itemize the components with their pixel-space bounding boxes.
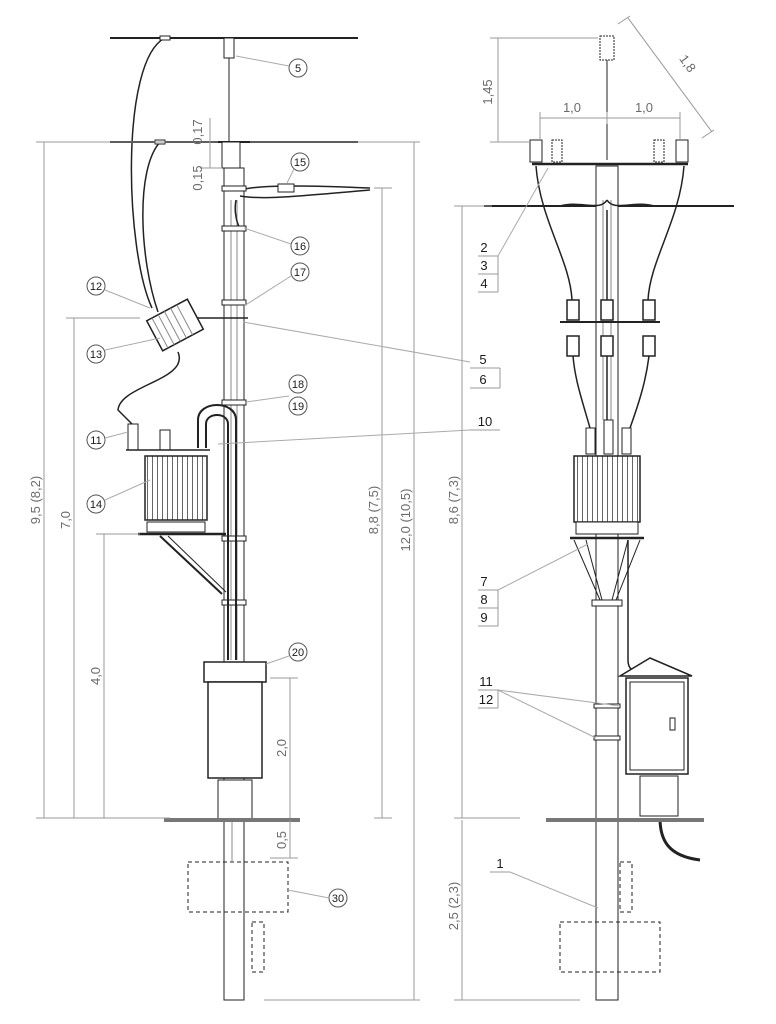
- center-label-5: 5: [479, 352, 486, 367]
- dim-2-5: 2,5 (2,3): [446, 882, 461, 930]
- pole-right: [595, 165, 619, 1001]
- center-labels: [470, 367, 501, 431]
- dim-1-8: 1,8: [676, 52, 699, 75]
- dim-0-15: 0,15: [190, 165, 205, 190]
- top-insulator: [223, 37, 235, 59]
- callout-30: 30: [332, 893, 344, 905]
- label-9: 9: [480, 610, 487, 625]
- dim-1-45: 1,45: [480, 79, 495, 104]
- callout-12: 12: [90, 281, 102, 293]
- foundation-right: [559, 921, 661, 973]
- dim-4-0: 4,0: [88, 667, 103, 685]
- callout-11: 11: [90, 435, 101, 447]
- drop-cable-upper: [130, 37, 166, 309]
- right-view: [484, 35, 734, 1001]
- callout-5: 5: [295, 63, 301, 75]
- dim-7-0: 7,0: [58, 511, 73, 529]
- callout-14: 14: [90, 499, 102, 511]
- left-view: [110, 35, 371, 1001]
- cabinet-right: [625, 677, 689, 775]
- label-8: 8: [480, 592, 487, 607]
- callout-15: 15: [294, 157, 306, 169]
- callout-17: 17: [294, 267, 306, 279]
- cabinet-roof: [617, 657, 693, 677]
- dim-9-5: 9,5 (8,2): [28, 476, 43, 524]
- callout-18: 18: [292, 379, 304, 391]
- drop-cable-lower: [142, 141, 161, 313]
- dim-0-5: 0,5: [274, 831, 289, 849]
- label-11: 11: [479, 674, 493, 689]
- dim-1-0-right: 1,0: [635, 100, 653, 115]
- label-7: 7: [480, 574, 487, 589]
- callout-20: 20: [292, 647, 304, 659]
- dim-0-17: 0,17: [190, 119, 205, 144]
- label-2: 2: [480, 240, 487, 255]
- dim-12-0: 12,0 (10,5): [398, 489, 413, 552]
- label-4: 4: [480, 276, 487, 291]
- transformer-left: [144, 455, 208, 521]
- left-callouts: [86, 55, 348, 908]
- pole-top-insulator: [221, 141, 241, 169]
- distribution-box-left: [203, 661, 267, 683]
- callout-19: 19: [292, 401, 304, 413]
- dim-8-6: 8,6 (7,3): [446, 476, 461, 524]
- transformer-right: [573, 455, 641, 523]
- dim-2-0: 2,0: [274, 739, 289, 757]
- right-top-insulator: [599, 35, 615, 61]
- callout-16: 16: [294, 241, 306, 253]
- label-3: 3: [480, 258, 487, 273]
- center-label-10: 10: [478, 414, 492, 429]
- label-1: 1: [496, 856, 503, 871]
- left-dimension-lines: [36, 118, 471, 1001]
- foundation-left: [187, 861, 289, 913]
- label-12: 12: [479, 692, 493, 707]
- callout-13: 13: [90, 349, 102, 361]
- dim-8-8: 8,8 (7,5): [366, 486, 381, 534]
- fuse-cutout-unit: [145, 298, 205, 352]
- left-callout-texts: 5 15 16 17 12 13 18 19 11 14 20 30: [90, 63, 344, 905]
- center-label-6: 6: [479, 372, 486, 387]
- right-dimension-lines: [454, 15, 715, 1001]
- dim-1-0-left: 1,0: [563, 100, 581, 115]
